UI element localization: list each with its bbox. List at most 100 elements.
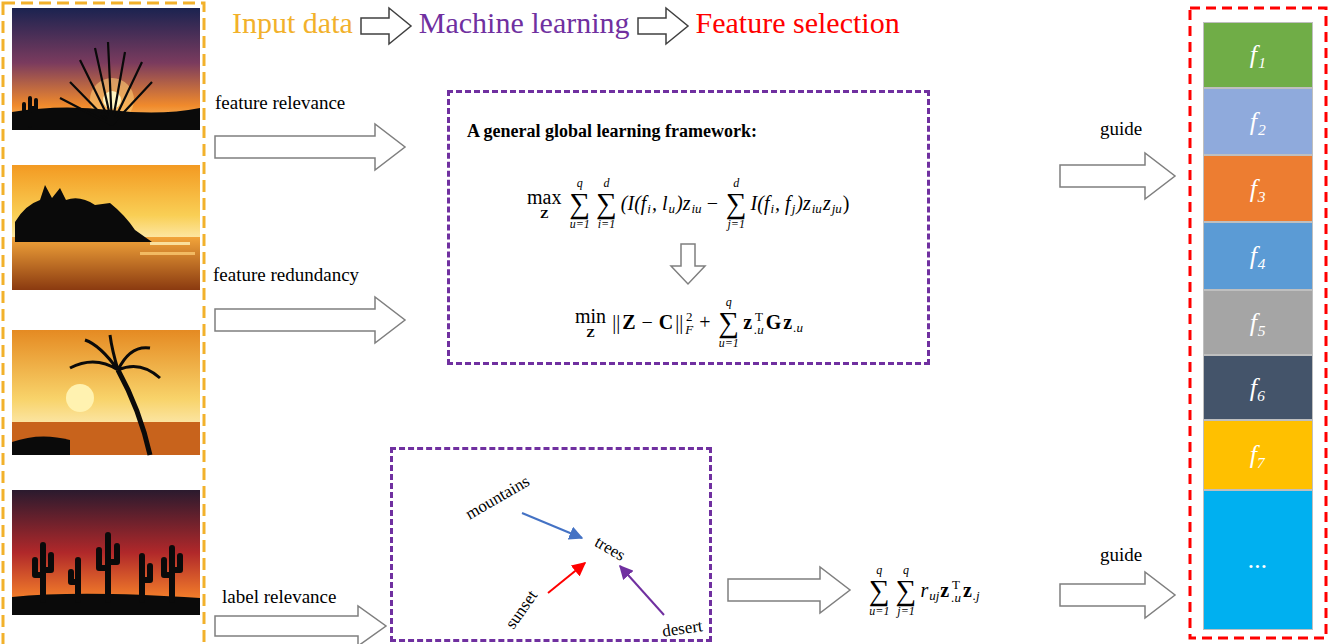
math-operator: q∑u=1 — [569, 177, 590, 230]
arrow-label: feature redundancy — [213, 264, 359, 286]
hollow-arrow — [215, 297, 405, 343]
math-subscript: iu — [692, 201, 702, 217]
math-limit: d — [603, 177, 609, 189]
feature-box: f₄ — [1203, 222, 1313, 290]
island-photo — [15, 185, 152, 242]
math-term: G — [765, 311, 783, 334]
math-operator: minZ — [575, 306, 606, 339]
math-subscript: F — [685, 323, 693, 336]
math-term: z — [962, 579, 973, 602]
math-term: (I(f — [620, 192, 648, 215]
math-script: T.u — [951, 578, 961, 604]
math-subscript: .j — [973, 588, 980, 604]
formula: q∑u=1q∑j=1rujzT.uz.j — [866, 564, 980, 617]
math-subscript: uj — [929, 588, 939, 604]
math-superscript: 2 — [686, 310, 693, 323]
island-photo — [140, 252, 195, 255]
math-term: || — [611, 311, 621, 334]
feature-name: f₆ — [1250, 373, 1266, 403]
math-script: T.u — [754, 310, 764, 336]
label-relation-arrow — [548, 563, 585, 593]
math-limit: u=1 — [719, 337, 739, 349]
math-limit: i=1 — [598, 218, 615, 230]
math-term: || — [674, 311, 684, 334]
math-limit: q — [726, 296, 732, 308]
feature-name: f₇ — [1250, 440, 1266, 470]
selection-frame — [1190, 8, 1326, 638]
cactus-photo — [12, 490, 200, 615]
math-operator: q∑u=1 — [869, 564, 890, 617]
feature-name: ... — [1248, 545, 1268, 575]
math-operator: maxZ — [527, 187, 561, 220]
sunset-photo — [24, 98, 36, 126]
math-subscript: .u — [793, 320, 803, 336]
header-arrow — [361, 8, 411, 44]
arrow-label: label relevance — [222, 586, 336, 608]
math-term: I(f — [750, 192, 771, 215]
math-limit: d — [733, 177, 739, 189]
hollow-arrow — [215, 606, 386, 644]
math-term: + — [694, 311, 715, 334]
math-sum: ∑ — [569, 189, 590, 218]
math-subscript: u — [669, 201, 676, 217]
math-subscript: .u — [951, 591, 961, 604]
math-term: )z — [795, 192, 811, 215]
math-limit: j=1 — [728, 218, 745, 230]
math-sum: ∑ — [869, 576, 890, 605]
math-term: min — [575, 306, 606, 326]
math-term: Z — [621, 311, 636, 334]
math-operator: q∑u=1 — [718, 296, 739, 349]
feature-box: f₇ — [1203, 420, 1313, 490]
label-relation-arrow — [620, 566, 664, 615]
palm-photo — [118, 370, 150, 455]
cactus-photo — [12, 490, 200, 615]
palm-photo — [12, 330, 200, 455]
math-sum: ∑ — [896, 576, 917, 605]
palm-photo — [66, 384, 94, 412]
input-frame — [3, 3, 204, 644]
hollow-arrow — [1060, 153, 1175, 199]
math-subscript: i — [770, 201, 774, 217]
palm-photo — [12, 436, 70, 455]
feature-box: f₁ — [1203, 22, 1313, 88]
palm-photo — [12, 330, 200, 422]
formula: minZ||Z−C||2F+q∑u=1zT.uGz.u — [575, 296, 803, 349]
feature-name: f₄ — [1250, 241, 1266, 271]
arrow-label: feature relevance — [215, 92, 345, 114]
hollow-arrow — [728, 567, 850, 613]
hollow-arrow — [671, 244, 705, 284]
math-subscript: j — [792, 201, 796, 217]
math-term: z — [742, 311, 753, 334]
math-operator: d∑j=1 — [726, 177, 747, 230]
math-limit: q — [903, 564, 909, 576]
arrow-label: guide — [1100, 544, 1142, 566]
math-operator: d∑i=1 — [596, 177, 617, 230]
label-relation-arrow — [522, 513, 582, 538]
header-arrow — [361, 8, 411, 44]
label-word: mountains — [462, 472, 532, 522]
label-graph-box: mountainstreessunsetdesert — [390, 447, 712, 642]
math-term: max — [527, 187, 561, 207]
label-relation-arrow — [522, 513, 664, 615]
box-heading: A general global learning framework: — [467, 121, 757, 142]
hollow-arrow — [1060, 572, 1175, 618]
feature-name: f₅ — [1250, 308, 1266, 338]
feature-box: f₃ — [1203, 155, 1313, 222]
math-sum: ∑ — [726, 189, 747, 218]
math-term: , l — [651, 192, 669, 215]
stage-heading: Feature selection — [696, 6, 900, 41]
math-term: − — [702, 192, 723, 215]
math-limit: u=1 — [869, 605, 889, 617]
hollow-arrow — [215, 124, 405, 170]
feature-name: f₃ — [1250, 174, 1266, 204]
math-term: C — [658, 311, 674, 334]
math-limit: j=1 — [897, 605, 914, 617]
label-word: trees — [592, 533, 628, 564]
island-photo — [12, 165, 200, 290]
hollow-arrow — [215, 124, 1175, 644]
feature-box: f₂ — [1203, 88, 1313, 155]
sunset-photo — [12, 8, 200, 130]
math-operator: q∑j=1 — [896, 564, 917, 617]
math-limit: Z — [540, 207, 549, 220]
